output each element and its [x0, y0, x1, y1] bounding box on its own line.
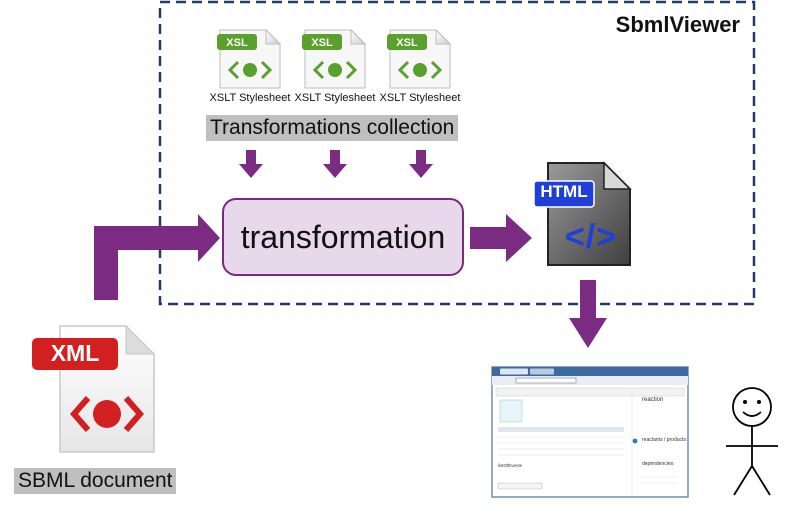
- browser-panel-title: reaction: [642, 397, 663, 403]
- xml-badge-label: XML: [50, 340, 100, 366]
- stick-figure-icon: [726, 387, 778, 496]
- xslt-caption-1: XSLT Stylesheet: [209, 92, 291, 104]
- sbmlviewer-container: [158, 0, 756, 306]
- xslt-stylesheet-icon-1: XSL: [217, 28, 282, 89]
- container-title: SbmlViewer: [615, 12, 740, 37]
- html-document-icon: [533, 161, 632, 266]
- svg-text:XSL: XSL: [226, 37, 248, 49]
- xslt-stylesheet-icon-3: XSL: [387, 28, 452, 89]
- down-arrow-2: [323, 150, 347, 178]
- xslt-stylesheet-icon-2: XSL: [302, 28, 367, 89]
- down-arrow-1: [239, 150, 263, 178]
- down-arrow-browser: [569, 280, 607, 348]
- xslt-caption-2: XSLT Stylesheet: [294, 92, 376, 104]
- browser-section-label: listOfEvents: [498, 463, 523, 468]
- transformation-box: transformation: [222, 198, 464, 276]
- browser-panel-subtitle1: reactants / products:: [642, 437, 687, 443]
- html-code-symbol: </>: [564, 218, 618, 256]
- xslt-caption-3: XSLT Stylesheet: [379, 92, 461, 104]
- browser-window: reaction reactants / products: dependenc…: [491, 366, 689, 498]
- output-arrow: [470, 214, 532, 262]
- down-arrow-3: [409, 150, 433, 178]
- svg-text:XSL: XSL: [311, 37, 333, 49]
- svg-text:XSL: XSL: [396, 37, 418, 49]
- input-arrow: [94, 214, 220, 300]
- browser-panel-subtitle2: dependencies:: [642, 461, 675, 467]
- transformations-collection-label: Transformations collection: [206, 115, 459, 141]
- html-badge-label: HTML: [540, 182, 588, 201]
- transformation-label: transformation: [240, 218, 446, 255]
- sbml-document-label: SBML document: [14, 468, 177, 494]
- xml-document-icon: [32, 324, 156, 453]
